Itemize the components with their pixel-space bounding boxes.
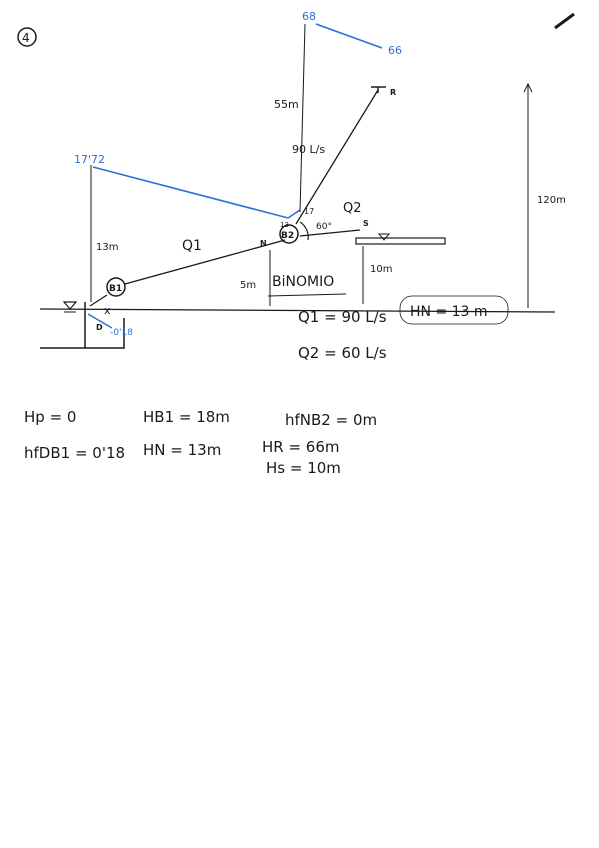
flow-q1-label: Q1 bbox=[182, 238, 202, 254]
dim-label-120m: 120m bbox=[537, 195, 566, 206]
pump-b2-label: B2 bbox=[281, 231, 294, 241]
flow-q2-label: Q2 bbox=[343, 201, 362, 216]
flow-label-90: 90 L/s bbox=[292, 143, 325, 156]
reservoir-r-label: R bbox=[390, 88, 396, 97]
energy-line-top bbox=[315, 23, 383, 49]
pipe-b2-r bbox=[295, 89, 379, 225]
pipe-n-s bbox=[299, 229, 361, 237]
energy-line-pump-jump bbox=[287, 209, 301, 219]
energy-value-68: 68 bbox=[302, 10, 316, 23]
dim-label-13m: 13m bbox=[96, 242, 118, 253]
energy-value-66: 66 bbox=[388, 44, 402, 57]
page-number: 4 bbox=[22, 31, 30, 45]
energy-line-d bbox=[87, 313, 113, 329]
pump-b2-icon bbox=[279, 224, 299, 244]
note-hn: HN = 13m bbox=[143, 441, 221, 459]
energy-line-left bbox=[92, 166, 289, 219]
outlet-s-label: S bbox=[363, 219, 369, 228]
note-hs: Hs = 10m bbox=[266, 459, 341, 477]
outlet-s-tank bbox=[355, 237, 446, 245]
arrow-120m bbox=[523, 82, 533, 93]
water-level-icon-right bbox=[377, 233, 391, 241]
point-d-label: D bbox=[96, 323, 103, 332]
binomio-underline bbox=[267, 293, 347, 297]
tank-d bbox=[84, 302, 125, 349]
pump-b2-head-label-2: 13 bbox=[280, 221, 289, 229]
datum-line bbox=[39, 308, 556, 313]
energy-value-1772: 17'72 bbox=[74, 153, 105, 166]
pump-b2-head-label: 17 bbox=[304, 207, 314, 216]
dim-label-55m: 55m bbox=[274, 98, 299, 111]
angle-label: 60° bbox=[316, 222, 332, 232]
eq-hn: HN = 13 m bbox=[410, 304, 488, 320]
eq-q1: Q1 = 90 L/s bbox=[298, 308, 387, 326]
note-hfnb2: hfNB2 = 0m bbox=[285, 411, 377, 429]
angle-arc bbox=[299, 221, 309, 241]
note-hr: HR = 66m bbox=[262, 438, 340, 456]
dim-label-5m: 5m bbox=[240, 280, 256, 291]
valve-icon: x bbox=[104, 304, 111, 317]
node-n-label: N bbox=[260, 239, 267, 248]
hn-bubble bbox=[399, 295, 509, 325]
pump-b1-label: B1 bbox=[109, 284, 122, 294]
dim-label-10m: 10m bbox=[370, 264, 392, 275]
pipe-d-b1 bbox=[89, 294, 108, 307]
page-number-circle bbox=[17, 27, 37, 47]
pipe-b1-n bbox=[124, 239, 286, 285]
binomio-label: BiNOMIO bbox=[272, 274, 334, 290]
dim-line-55m bbox=[299, 23, 306, 213]
note-hb1: HB1 = 18m bbox=[143, 408, 230, 426]
pump-b1-icon bbox=[106, 277, 126, 297]
note-hp: Hp = 0 bbox=[24, 408, 76, 426]
note-hfdb1: hfDB1 = 0'18 bbox=[24, 444, 125, 462]
water-level-icon-left bbox=[62, 301, 78, 310]
pen-mark bbox=[554, 12, 575, 30]
head-loss-d-value: -0'18 bbox=[110, 328, 133, 338]
eq-q2: Q2 = 60 L/s bbox=[298, 344, 387, 362]
